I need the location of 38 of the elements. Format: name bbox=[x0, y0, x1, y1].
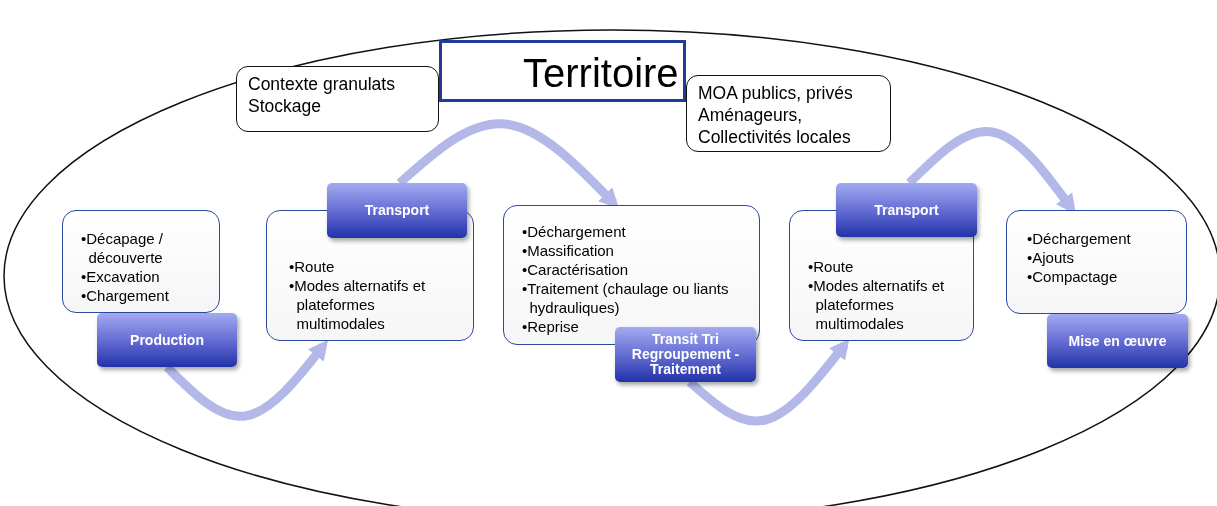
list-item: •Déchargement bbox=[522, 222, 627, 241]
list-item: •Chargement bbox=[81, 286, 170, 305]
stage-tab bbox=[97, 313, 237, 367]
stage-tab bbox=[615, 327, 756, 382]
title-text: Territoire bbox=[523, 51, 679, 96]
stage-label: Transport bbox=[873, 202, 940, 218]
note-line: Collectivités locales bbox=[698, 126, 852, 148]
stage-label: Transit Tri Regroupement - Traitement bbox=[630, 332, 741, 377]
stage-tab bbox=[1047, 314, 1188, 368]
note-line: Stockage bbox=[248, 95, 322, 117]
list-item: •Modes alternatifs et plateformes multimodales bbox=[808, 276, 946, 333]
list-item: •Excavation bbox=[81, 267, 161, 286]
process-card bbox=[62, 210, 220, 313]
list-item: •Route bbox=[808, 257, 855, 276]
curved-arrow bbox=[163, 339, 329, 421]
note-line: Aménageurs, bbox=[698, 104, 804, 126]
list-item: •Traitement (chaulage ou liants hydrauliques) bbox=[522, 279, 730, 317]
list-item: •Déchargement bbox=[1027, 229, 1132, 248]
stage-tab bbox=[327, 183, 467, 238]
stage-label: Transport bbox=[363, 203, 431, 218]
list-item: •Décapage / découverte bbox=[81, 229, 164, 267]
stage-label: Production bbox=[129, 332, 205, 348]
list-item: •Compactage bbox=[1027, 267, 1119, 286]
list-item: •Massification bbox=[522, 241, 615, 260]
note-line: MOA publics, privés bbox=[698, 82, 854, 104]
process-card bbox=[503, 205, 760, 345]
note-box bbox=[236, 66, 439, 132]
title-box bbox=[439, 40, 686, 102]
list-item: •Reprise bbox=[522, 317, 580, 336]
list-item: •Caractérisation bbox=[522, 260, 630, 279]
process-card bbox=[1006, 210, 1187, 314]
note-box bbox=[686, 75, 891, 152]
stage-label: Mise en œuvre bbox=[1067, 333, 1168, 349]
note-line: Contexte granulats bbox=[248, 73, 396, 95]
list-item: •Ajouts bbox=[1027, 248, 1075, 267]
list-item: •Modes alternatifs et plateformes multimodales bbox=[289, 276, 427, 333]
stage-tab bbox=[836, 183, 977, 237]
list-item: •Route bbox=[289, 257, 336, 276]
